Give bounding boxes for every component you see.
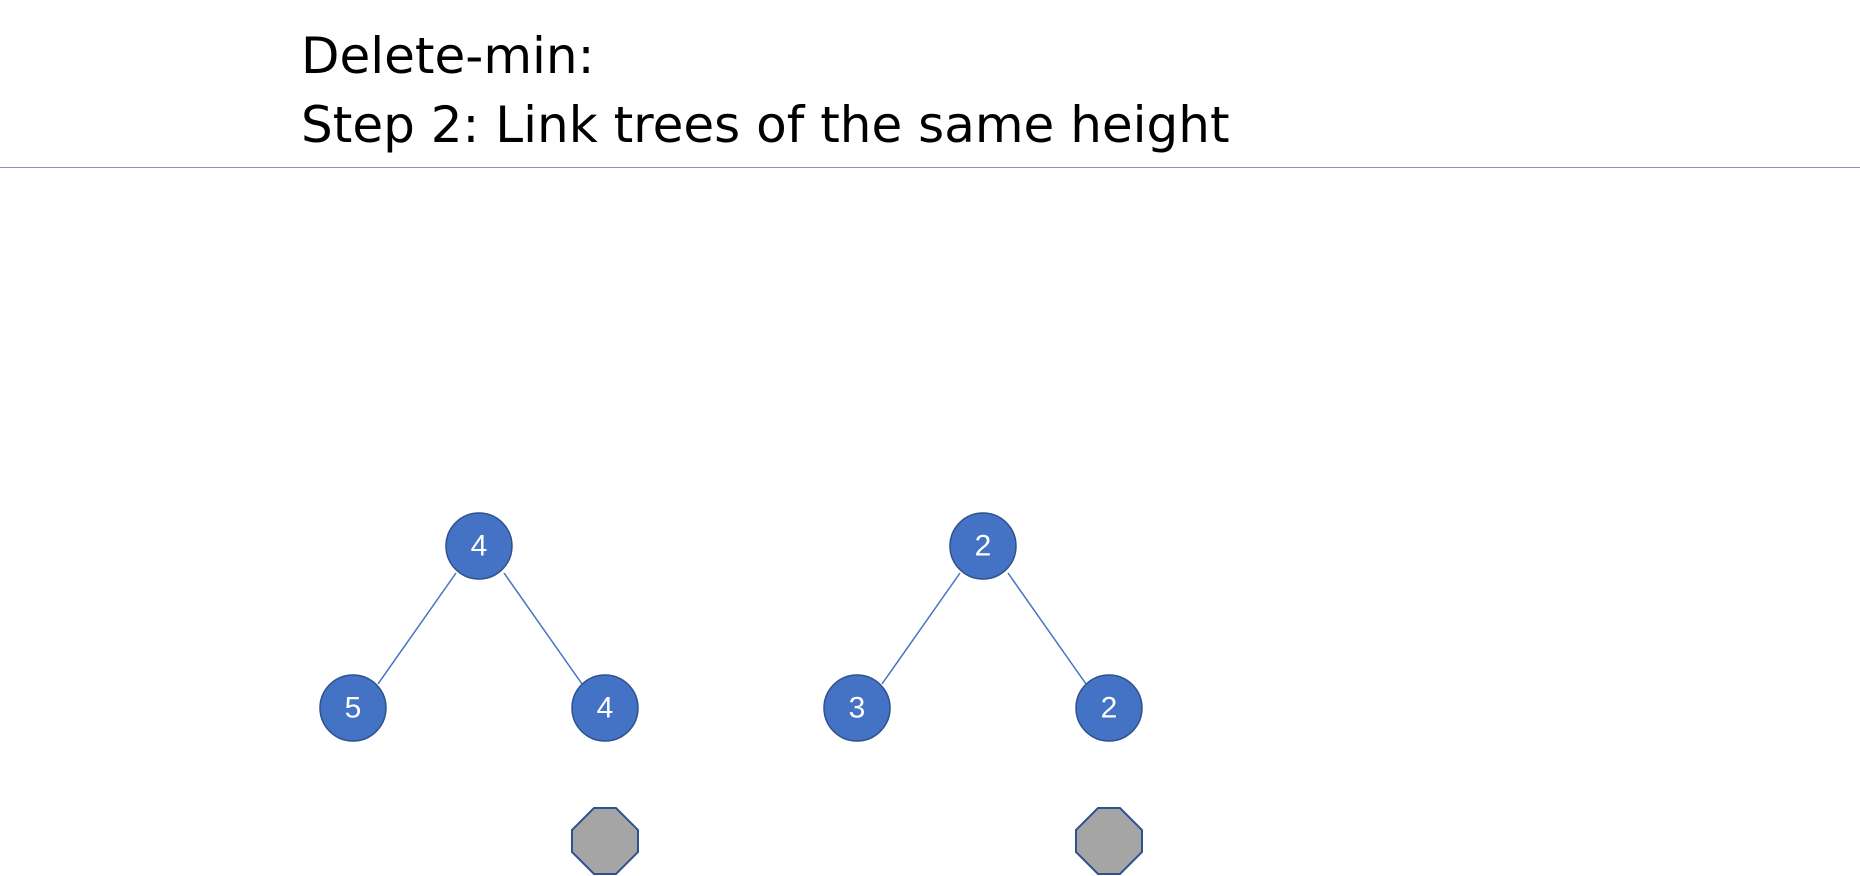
title-line-2: Step 2: Link trees of the same height [301, 96, 1230, 154]
slide-title: Delete-min: Step 2: Link trees of the sa… [301, 22, 1230, 160]
tree-2-right-label: 2 [1101, 692, 1118, 725]
tree-1-root-label: 4 [471, 530, 488, 563]
title-line-1: Delete-min: [301, 27, 595, 85]
tree-1-root-node: 4 [445, 512, 513, 580]
tree-1-left-label: 5 [345, 692, 362, 725]
title-divider [0, 167, 1860, 168]
tree-2-root-label: 2 [975, 530, 992, 563]
tree-2: 2 3 2 [823, 512, 1143, 875]
tree-2-edge-left [881, 572, 961, 685]
tree-2-left-node: 3 [823, 674, 891, 742]
tree-1: 4 5 4 [319, 512, 639, 875]
tree-2-right-node: 2 [1075, 674, 1143, 742]
tree-1-right-node: 4 [571, 674, 639, 742]
gray-octagon-marker [571, 807, 639, 875]
tree-1-edge-left [377, 572, 457, 685]
tree-1-left-node: 5 [319, 674, 387, 742]
tree-1-right-label: 4 [597, 692, 614, 725]
tree-2-edge-right [1007, 572, 1087, 685]
gray-octagon-marker [1075, 807, 1143, 875]
tree-2-root-node: 2 [949, 512, 1017, 580]
tree-2-left-label: 3 [849, 692, 866, 725]
tree-1-edge-right [503, 572, 583, 685]
